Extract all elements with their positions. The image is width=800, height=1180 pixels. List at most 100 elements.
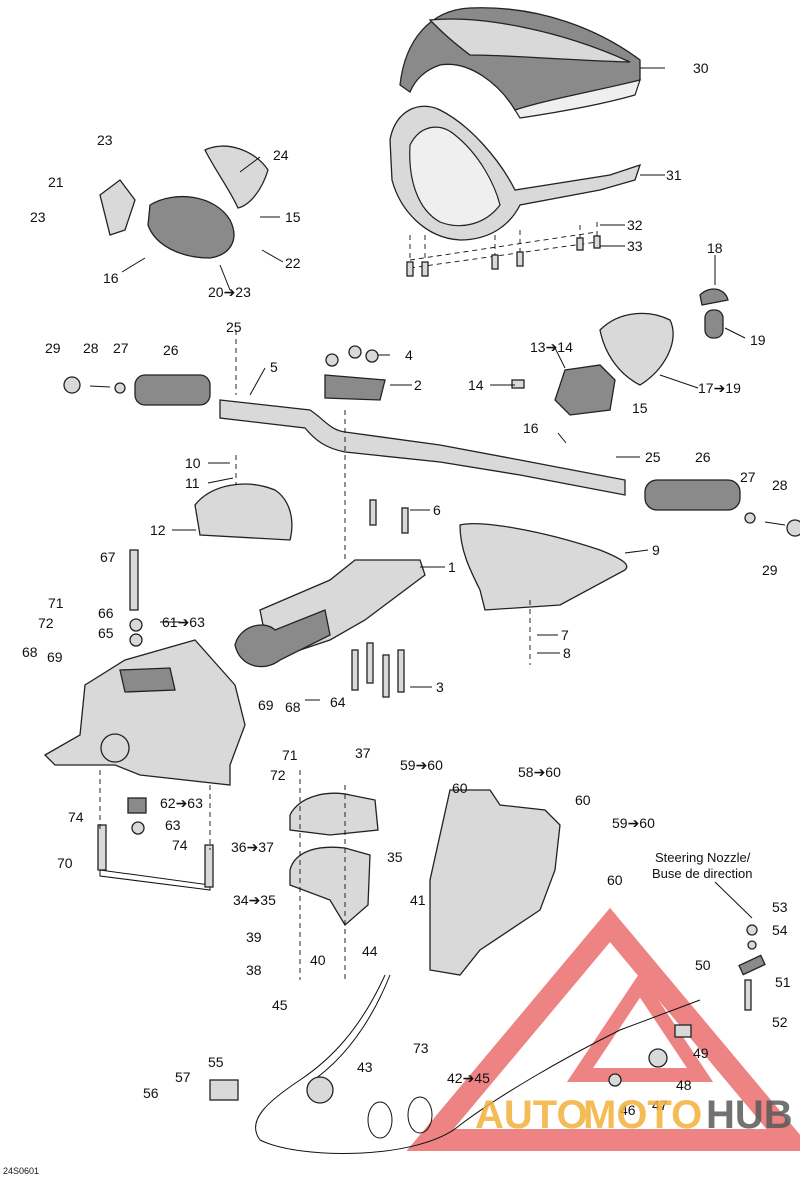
callout-67: 67 bbox=[100, 549, 116, 565]
callout-5: 5 bbox=[270, 359, 278, 375]
left-grip-26 bbox=[63, 374, 211, 406]
callout-36-37: 36➔37 bbox=[231, 839, 274, 855]
callout-60: 60 bbox=[607, 872, 623, 888]
nozzle-label-line1: Steering Nozzle/ bbox=[655, 850, 751, 865]
screws-32-33 bbox=[406, 222, 601, 280]
callout-68: 68 bbox=[22, 644, 38, 660]
callout-60: 60 bbox=[452, 780, 468, 796]
callout-71: 71 bbox=[282, 747, 298, 763]
callout-73: 73 bbox=[413, 1040, 429, 1056]
callout-44: 44 bbox=[362, 943, 378, 959]
callout-34-35: 34➔35 bbox=[233, 892, 276, 908]
callout-3: 3 bbox=[436, 679, 444, 695]
callout-31: 31 bbox=[666, 167, 682, 183]
callout-43: 43 bbox=[357, 1059, 373, 1075]
callout-53: 53 bbox=[772, 899, 788, 915]
callout-21: 21 bbox=[48, 174, 64, 190]
callout-64: 64 bbox=[330, 694, 346, 710]
handlebar-5 bbox=[219, 399, 626, 496]
callout-72: 72 bbox=[270, 767, 286, 783]
callout-15: 15 bbox=[285, 209, 301, 225]
callout-38: 38 bbox=[246, 962, 262, 978]
callout-11: 11 bbox=[185, 475, 200, 491]
callout-63: 63 bbox=[165, 817, 181, 833]
callout-30: 30 bbox=[693, 60, 709, 76]
switch-18-19 bbox=[699, 288, 729, 339]
callout-55: 55 bbox=[208, 1054, 224, 1070]
callout-33: 33 bbox=[627, 238, 643, 254]
callout-10: 10 bbox=[185, 455, 201, 471]
callout-50: 50 bbox=[695, 957, 711, 973]
callout-74: 74 bbox=[68, 809, 84, 825]
callout-58-60: 58➔60 bbox=[518, 764, 561, 780]
callout-12: 12 bbox=[150, 522, 166, 538]
cover-9 bbox=[459, 523, 628, 611]
callout-4: 4 bbox=[405, 347, 413, 363]
watermark-word-moto: MOTO bbox=[583, 1093, 702, 1137]
callout-35: 35 bbox=[387, 849, 403, 865]
callout-39: 39 bbox=[246, 929, 262, 945]
watermark-word-hub: HUB bbox=[706, 1093, 793, 1137]
bolts-3 bbox=[351, 499, 409, 698]
callout-24: 24 bbox=[273, 147, 289, 163]
callout-74: 74 bbox=[172, 837, 188, 853]
callout-69: 69 bbox=[47, 649, 63, 665]
callout-65: 65 bbox=[98, 625, 114, 641]
callout-19: 19 bbox=[750, 332, 766, 348]
callout-41: 41 bbox=[410, 892, 426, 908]
callout-6: 6 bbox=[433, 502, 441, 518]
callout-22: 22 bbox=[285, 255, 301, 271]
callout-29: 29 bbox=[762, 562, 778, 578]
callout-47: 47 bbox=[652, 1097, 668, 1113]
callout-labels: 30 31 32 33 24 23 21 23 15 22 16 20➔23 1… bbox=[3, 60, 791, 1176]
callout-26: 26 bbox=[695, 449, 711, 465]
callout-61-63: 61➔63 bbox=[162, 614, 205, 630]
callout-68: 68 bbox=[285, 699, 301, 715]
callout-27: 27 bbox=[740, 469, 756, 485]
callout-27: 27 bbox=[113, 340, 129, 356]
right-grip-26 bbox=[644, 479, 800, 537]
clamp-2 bbox=[324, 345, 386, 401]
upper-cover-30 bbox=[399, 7, 641, 119]
watermark-triangle bbox=[406, 907, 800, 1151]
callout-9: 9 bbox=[652, 542, 660, 558]
callout-52: 52 bbox=[772, 1014, 788, 1030]
callout-28: 28 bbox=[772, 477, 788, 493]
callout-51: 51 bbox=[775, 974, 791, 990]
callout-59-60: 59➔60 bbox=[400, 757, 443, 773]
leader-lines bbox=[121, 67, 746, 701]
callout-17-19: 17➔19 bbox=[698, 380, 741, 396]
callout-49: 49 bbox=[693, 1045, 709, 1061]
watermark-inner-triangle bbox=[566, 972, 714, 1082]
callout-62-63: 62➔63 bbox=[160, 795, 203, 811]
main-housing-61 bbox=[43, 549, 246, 786]
callout-15: 15 bbox=[632, 400, 648, 416]
callout-42-45: 42➔45 bbox=[447, 1070, 490, 1086]
callout-59-60: 59➔60 bbox=[612, 815, 655, 831]
callout-7: 7 bbox=[561, 627, 569, 643]
watermark-text: AUTO MOTO HUB bbox=[475, 1093, 793, 1137]
throttle-housing-13 bbox=[511, 312, 674, 416]
callout-8: 8 bbox=[563, 645, 571, 661]
callout-66: 66 bbox=[98, 605, 114, 621]
callout-2: 2 bbox=[414, 377, 422, 393]
nozzle-label-line2: Buse de direction bbox=[652, 866, 752, 881]
callout-28: 28 bbox=[83, 340, 99, 356]
callout-25: 25 bbox=[226, 319, 242, 335]
bracket-34-36 bbox=[289, 792, 379, 926]
callout-37: 37 bbox=[355, 745, 371, 761]
callout-71: 71 bbox=[48, 595, 64, 611]
callout-56: 56 bbox=[143, 1085, 159, 1101]
callout-72: 72 bbox=[38, 615, 54, 631]
callout-57: 57 bbox=[175, 1069, 191, 1085]
reference-code: 24S0601 bbox=[3, 1166, 39, 1176]
watermark-word-auto: AUTO bbox=[475, 1093, 588, 1137]
watermark-logo bbox=[406, 907, 800, 1151]
callout-48: 48 bbox=[676, 1077, 692, 1093]
small-parts-43-48 bbox=[209, 1024, 692, 1139]
callout-14: 14 bbox=[468, 377, 484, 393]
callout-13-14: 13➔14 bbox=[530, 339, 573, 355]
callout-40: 40 bbox=[310, 952, 326, 968]
reference-dashes bbox=[99, 330, 531, 980]
